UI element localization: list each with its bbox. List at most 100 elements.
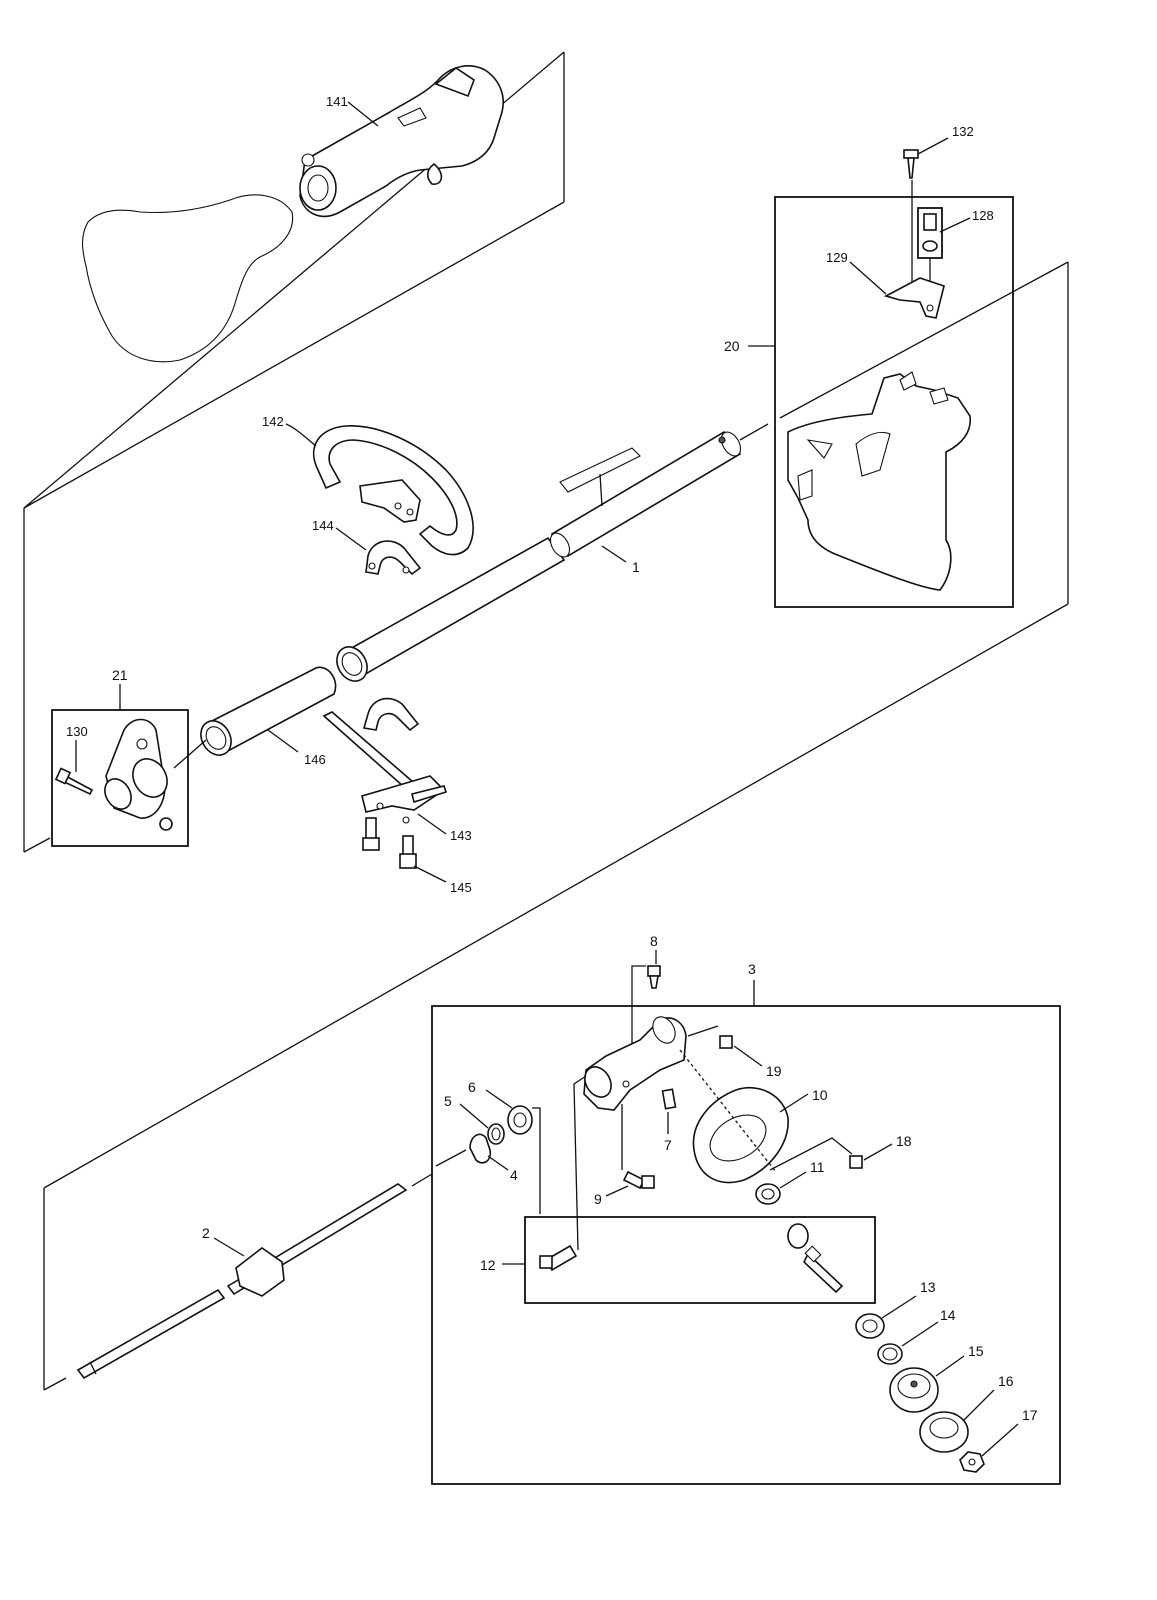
gearhead-section: 2 3 8 19 7 [43, 933, 1061, 1485]
leader-4-to-shaft [435, 1149, 467, 1167]
leader-4 [487, 1155, 509, 1171]
section-frame-top-diag [23, 201, 565, 509]
leader-16 [963, 1389, 995, 1421]
leader-shaft-to-guard [739, 423, 769, 441]
screw-8-part [647, 965, 661, 989]
callout-12: 12 [480, 1257, 496, 1273]
callout-146: 146 [304, 752, 326, 767]
leader-17 [981, 1423, 1019, 1457]
screws-145-part [362, 817, 417, 869]
engine-silhouette [81, 194, 294, 363]
leader-128 [939, 217, 971, 233]
shaft-section: 1 142 144 146 [23, 261, 1069, 1189]
leader-decal [599, 473, 603, 507]
callout-145: 145 [450, 880, 472, 895]
snap-ring-4-part [469, 1133, 492, 1164]
screw-18-part [849, 1155, 863, 1169]
guard-assembly-section: 20 132 128 129 [724, 124, 1014, 608]
callout-141: 141 [326, 94, 348, 109]
leader-19 [733, 1045, 763, 1067]
grip-146-part [200, 666, 337, 756]
holder-15-part [889, 1367, 939, 1413]
callout-6: 6 [468, 1079, 476, 1095]
throttle-handle-part [299, 65, 504, 218]
bolt-19-part [719, 1035, 733, 1049]
bracket-129-part [883, 277, 945, 319]
leader-18-bracket [769, 1137, 853, 1171]
callout-17: 17 [1022, 1407, 1038, 1423]
shaft-tube-upper [549, 430, 742, 558]
callout-18: 18 [896, 1133, 912, 1149]
bolt-9-part [622, 1170, 655, 1190]
bolt-128-part [922, 213, 938, 252]
callout-19: 19 [766, 1063, 782, 1079]
callout-128: 128 [972, 208, 994, 223]
callout-20: 20 [724, 338, 740, 354]
assembly-box-12 [524, 1216, 876, 1304]
callout-2: 2 [202, 1225, 210, 1241]
leader-18 [863, 1143, 893, 1161]
clamp-144-part [365, 540, 422, 576]
gear-12-part [787, 1223, 844, 1294]
callout-11: 11 [810, 1159, 825, 1175]
callout-14: 14 [940, 1307, 956, 1323]
callout-10: 10 [812, 1087, 828, 1103]
shaft-tube-lower [336, 536, 566, 682]
section-frame-mid-top [779, 261, 1069, 419]
callout-132: 132 [952, 124, 974, 139]
screw-7-part [661, 1088, 677, 1110]
leader-13 [881, 1295, 917, 1319]
leader-19-to-housing [687, 1025, 719, 1037]
nut-17-part [959, 1451, 985, 1473]
screw-132-part [903, 149, 919, 179]
callout-16: 16 [998, 1373, 1014, 1389]
callout-7: 7 [664, 1137, 672, 1153]
callout-1: 1 [632, 559, 640, 575]
callout-142: 142 [262, 414, 284, 429]
pinion-12-part [539, 1244, 578, 1272]
callout-15: 15 [968, 1343, 984, 1359]
drive-shaft-part [76, 1183, 408, 1380]
leader-6-bracket [532, 1107, 541, 1214]
leader-129 [849, 261, 887, 295]
clamp-upper-part [362, 697, 420, 732]
leader-12-up [573, 1075, 587, 1251]
leader-145 [413, 865, 447, 883]
shaft-decal [559, 447, 641, 493]
gear-housing-part [583, 1016, 687, 1111]
leader-144 [335, 527, 367, 551]
callout-9: 9 [594, 1191, 602, 1207]
leader-21-to-grip [173, 739, 207, 769]
leader-8-bracket [631, 965, 646, 1060]
leader-132 [917, 137, 949, 155]
leader-14 [901, 1321, 939, 1347]
ring-5-part [487, 1123, 505, 1145]
leader-146 [267, 729, 299, 753]
leader-2 [213, 1237, 245, 1257]
section-frame-mid-bottom [43, 603, 1069, 1189]
guard-shield-part [787, 371, 971, 591]
leader-141 [347, 101, 379, 127]
leader-5 [459, 1103, 489, 1129]
callout-5: 5 [444, 1093, 452, 1109]
callout-13: 13 [920, 1279, 936, 1295]
leader-11 [779, 1171, 807, 1189]
callout-143: 143 [450, 828, 472, 843]
bearing-6-part [507, 1105, 533, 1135]
section-frame-bottom-edge [43, 1377, 67, 1391]
ring-14-part [877, 1343, 903, 1365]
assembly-box-3 [431, 1005, 1061, 1485]
callout-8: 8 [650, 933, 658, 949]
leader-axis-dashed [679, 1049, 777, 1173]
callout-130: 130 [66, 724, 88, 739]
bearing-13-part [855, 1313, 885, 1339]
leader-143 [417, 813, 447, 835]
leader-10 [779, 1093, 809, 1113]
callout-144: 144 [312, 518, 334, 533]
washer-16-part [919, 1411, 969, 1453]
callout-21: 21 [112, 667, 128, 683]
callout-4: 4 [510, 1167, 518, 1183]
leader-15 [935, 1355, 965, 1377]
section-frame-bottom-edge-2 [411, 1173, 433, 1187]
